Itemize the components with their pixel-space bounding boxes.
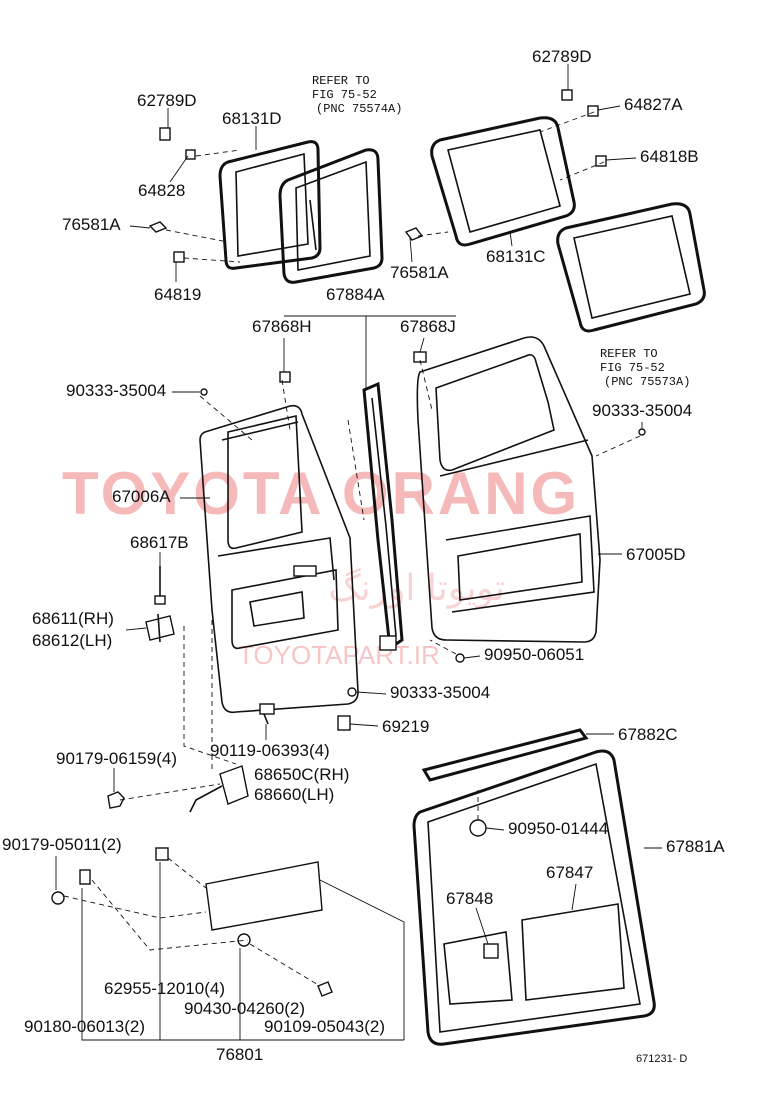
clip-64827a xyxy=(587,105,599,117)
label-62789d-left: 62789D xyxy=(137,91,197,110)
label-76581a-left: 76581A xyxy=(62,215,121,234)
label-68650c-rh: 68650C(RH) xyxy=(254,765,349,784)
label-67848: 67848 xyxy=(446,889,493,908)
clip-76581a-left xyxy=(148,221,168,233)
label-67882c: 67882C xyxy=(618,725,678,744)
label-90333-35004-lower: 90333-35004 xyxy=(390,683,490,702)
hinge-68611 xyxy=(145,613,175,643)
label-90430-04260: 90430-04260(2) xyxy=(184,999,305,1018)
sheet-67848 xyxy=(443,931,513,1005)
clip-64819 xyxy=(173,251,185,263)
weatherstrip-67881a xyxy=(412,749,656,1046)
bumper-69219 xyxy=(337,715,351,731)
note-left-line3: (PNC 75574A) xyxy=(316,102,402,116)
note-right-line2: FIG 75-52 xyxy=(600,361,665,375)
label-68131c: 68131C xyxy=(486,247,546,266)
clip-62789d-left xyxy=(159,127,171,141)
clip-62789d-right xyxy=(561,89,573,101)
note-left-line2: FIG 75-52 xyxy=(312,88,377,102)
label-67847: 67847 xyxy=(546,863,593,882)
label-68612-lh: 68612(LH) xyxy=(32,631,112,650)
label-90333-35004-right: 90333-35004 xyxy=(592,401,692,420)
label-67868j: 67868J xyxy=(400,317,456,336)
label-62789d-right: 62789D xyxy=(532,47,592,66)
label-90180-06013: 90180-06013(2) xyxy=(24,1017,145,1036)
label-90333-35004-left: 90333-35004 xyxy=(66,381,166,400)
pin-68617b xyxy=(154,566,166,605)
label-90179-05011: 90179-05011(2) xyxy=(2,835,122,854)
plug-90950-06051 xyxy=(455,653,465,663)
label-67005d: 67005D xyxy=(626,545,686,564)
label-90950-06051: 90950-06051 xyxy=(484,645,584,664)
label-68660-lh: 68660(LH) xyxy=(254,785,334,804)
label-90109-05043: 90109-05043(2) xyxy=(264,1017,385,1036)
glass-weatherstrip-68131d xyxy=(218,140,322,270)
label-67881a: 67881A xyxy=(666,837,725,856)
label-64828: 64828 xyxy=(138,181,185,200)
label-76801: 76801 xyxy=(216,1045,263,1064)
clip-64818b xyxy=(595,155,607,167)
grommet-90333-35004-right xyxy=(638,428,646,436)
washer-90430-04260 xyxy=(237,933,251,947)
quarter-glass-75573a xyxy=(556,202,706,333)
label-69219: 69219 xyxy=(382,717,429,736)
bracket-90180-06013 xyxy=(79,869,91,885)
note-right-line1: REFER TO xyxy=(600,347,658,361)
label-68611-rh: 68611(RH) xyxy=(32,609,114,628)
bolt-90119-06393 xyxy=(259,703,275,725)
clip-64828 xyxy=(185,149,196,160)
label-68131d: 68131D xyxy=(222,109,282,128)
seal-67884a xyxy=(362,381,404,651)
label-64827a: 64827A xyxy=(624,95,683,114)
clip-62955-12010 xyxy=(155,847,169,861)
label-76581a-right: 76581A xyxy=(390,263,449,282)
label-90179-06159: 90179-06159(4) xyxy=(56,749,177,768)
label-67884a: 67884A xyxy=(326,285,385,304)
sheet-67847 xyxy=(521,903,625,1001)
label-67868h: 67868H xyxy=(252,317,312,336)
label-68617b: 68617B xyxy=(130,533,189,552)
glass-weatherstrip-68131c xyxy=(430,116,576,247)
grommet-90333-35004-lower xyxy=(347,687,357,697)
nut-90179-05011 xyxy=(51,891,65,905)
label-64818b: 64818B xyxy=(640,147,699,166)
watermark-site: TOYOTAPART.IR xyxy=(238,640,440,670)
label-62955-12010: 62955-12010(4) xyxy=(104,979,225,998)
strip-67882c xyxy=(421,728,589,782)
watermark-main: TOYOTA ORANG xyxy=(62,460,580,527)
plug-90950-01444 xyxy=(469,819,487,837)
label-64819: 64819 xyxy=(154,285,201,304)
quarter-glass-75574a xyxy=(278,148,384,284)
door-check-68650c xyxy=(189,765,249,813)
watermark-arabic: تویوتا اورنگ xyxy=(328,567,505,609)
label-90119-06393: 90119-06393(4) xyxy=(210,741,330,760)
label-90950-01444: 90950-01444 xyxy=(508,819,608,838)
label-67006a: 67006A xyxy=(112,487,171,506)
door-panel-67006a xyxy=(199,404,359,714)
figure-code: 671231- D xyxy=(636,1053,687,1065)
trim-panel-76801 xyxy=(205,861,323,931)
clip-67868h xyxy=(279,371,291,383)
clip-76581a-right xyxy=(404,227,424,241)
screw-90109-05043 xyxy=(317,981,333,997)
grommet-90333-35004-left xyxy=(200,388,208,396)
note-left-line1: REFER TO xyxy=(312,74,370,88)
nut-90179-06159 xyxy=(107,791,125,809)
door-panel-67005d xyxy=(413,336,601,643)
note-right-line3: (PNC 75573A) xyxy=(604,375,690,389)
